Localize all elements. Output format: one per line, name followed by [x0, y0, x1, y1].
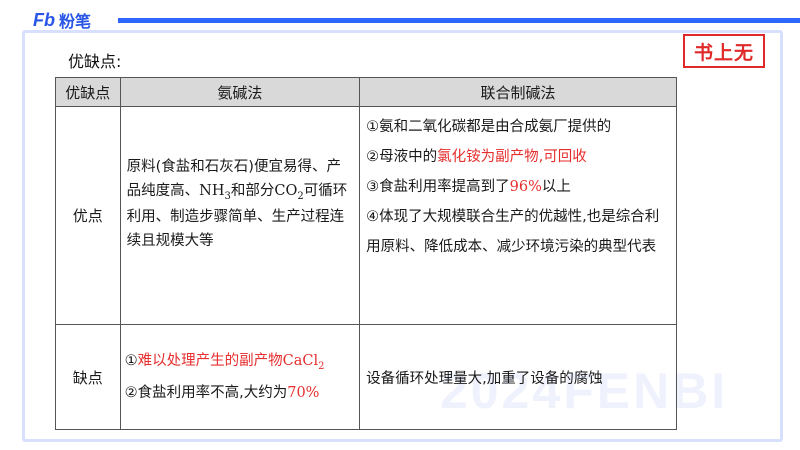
row-label-cons: 缺点 — [55, 324, 121, 430]
text: ① — [124, 353, 138, 369]
highlight-text: 70% — [287, 385, 320, 401]
section-title: 优缺点: — [68, 52, 122, 71]
list-item: ②食盐利用率不高,大约为70% — [125, 378, 356, 408]
brand-name: 粉笔 — [59, 12, 92, 31]
header-cell: 氨碱法 — [119, 77, 361, 107]
brand-logo: Fb 粉笔 — [33, 8, 91, 32]
list-item: ①氨和二氧化碳都是由合成氨厂提供的 — [366, 119, 612, 135]
formula-subscript: 3 — [224, 191, 231, 202]
row-label-pros: 优点 — [55, 106, 121, 325]
highlight-text: 氯化铵为副产物,可回收 — [437, 149, 587, 165]
text: 可循环利用、制造步骤简单、生产过程连续且规模大等 — [126, 183, 348, 249]
badge-not-in-textbook: 书上无 — [683, 34, 765, 68]
pros-ammonia-cell: 原料(食盐和石灰石)便宜易得、产品纯度高、NH3和部分CO2可循环利用、制造步骤… — [119, 106, 361, 325]
list-item: ④体现了大规模联合生产的优越性,也是综合利用原料、降低成本、减少环境污染的典型代… — [366, 209, 660, 255]
logo-mark: Fb — [33, 9, 55, 30]
text: ③食盐利用率提高到了 — [366, 179, 510, 195]
list-item: ②母液中的氯化铵为副产物,可回收 — [366, 142, 670, 172]
header-divider — [118, 18, 800, 23]
table-header-row: 优缺点 氨碱法 联合制碱法 — [55, 77, 677, 107]
formula-cacl2: CaCl2 — [282, 353, 325, 372]
text: ②母液中的 — [366, 149, 438, 165]
formula-subscript: 2 — [297, 191, 304, 202]
formula-subscript: 2 — [318, 361, 325, 372]
header-cell: 联合制碱法 — [359, 77, 677, 107]
comparison-table: 优缺点 氨碱法 联合制碱法 优点 原料(食盐和石灰石)便宜易得、产品纯度高、NH… — [55, 77, 677, 430]
formula-text: CO — [274, 183, 298, 199]
highlight-text: 96% — [509, 179, 542, 195]
pros-combined-cell: ①氨和二氧化碳都是由合成氨厂提供的 ②母液中的氯化铵为副产物,可回收 ③食盐利用… — [359, 106, 677, 325]
text: 原料(食盐和石灰石)便宜易得、产品纯度高、 — [126, 159, 341, 199]
table-row-cons: 缺点 ①难以处理产生的副产物CaCl2 ②食盐利用率不高,大约为70% 设备循环… — [55, 324, 677, 430]
cons-combined-cell: 设备循环处理量大,加重了设备的腐蚀 — [359, 324, 677, 430]
formula-text: NH — [199, 183, 225, 199]
text: 以上 — [541, 179, 571, 195]
formula-text: CaCl — [282, 353, 319, 369]
header-cell: 优缺点 — [55, 77, 121, 107]
content-frame — [22, 30, 783, 442]
formula-co2: CO2 — [274, 183, 304, 202]
formula-nh3: NH3 — [199, 183, 231, 202]
text: ②食盐利用率不高,大约为 — [124, 385, 288, 401]
list-item: ③食盐利用率提高到了96%以上 — [366, 172, 670, 202]
highlight-text: 难以处理产生的副产物 — [137, 353, 283, 369]
list-item: ①难以处理产生的副产物CaCl2 — [125, 346, 356, 378]
text: 和部分 — [230, 183, 275, 199]
cons-ammonia-cell: ①难以处理产生的副产物CaCl2 ②食盐利用率不高,大约为70% — [119, 324, 361, 430]
table-row-pros: 优点 原料(食盐和石灰石)便宜易得、产品纯度高、NH3和部分CO2可循环利用、制… — [55, 106, 677, 325]
